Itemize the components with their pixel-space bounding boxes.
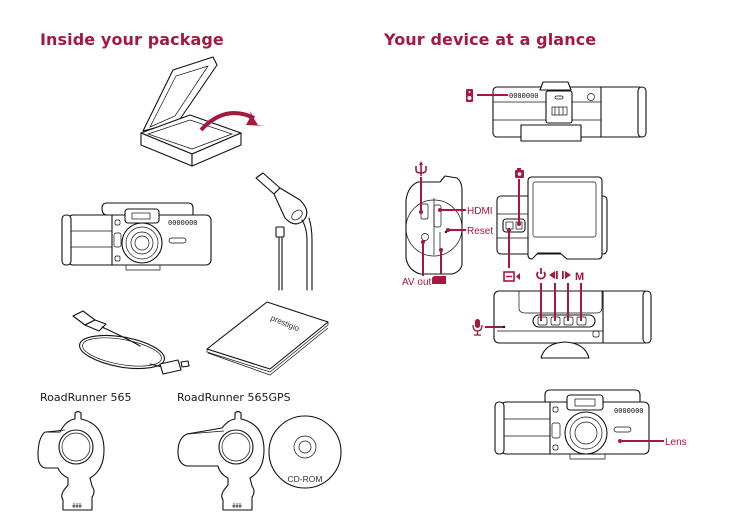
next-icon — [562, 271, 571, 279]
power-icon — [536, 268, 546, 280]
usb-cable-illustration — [72, 310, 190, 375]
hdmi-label: HDMI — [467, 206, 493, 217]
usb-icon — [415, 161, 427, 176]
video-mode-icon — [503, 271, 520, 282]
caption-roadrunner-565gps: RoadRunner 565GPS — [177, 391, 291, 404]
sd-card-icon — [432, 276, 446, 284]
microphone-icon — [472, 319, 483, 336]
previous-icon — [549, 271, 558, 279]
open-arrow — [199, 111, 255, 132]
svg-text:0000000: 0000000 — [509, 92, 539, 100]
svg-text:0000000: 0000000 — [614, 407, 644, 415]
package-box-illustration — [140, 56, 265, 167]
reset-label: Reset — [467, 226, 493, 237]
section-title-device-glance: Your device at a glance — [384, 30, 597, 49]
device-front-view: 0000000 — [494, 389, 650, 460]
cd-rom-label: CD-ROM — [288, 474, 323, 484]
camera-photo-icon — [515, 168, 524, 178]
mount-roadrunner-565 — [37, 410, 105, 511]
speaker-icon — [466, 89, 473, 102]
svg-text:0000000: 0000000 — [168, 219, 198, 227]
lens-label: Lens — [665, 437, 687, 448]
quick-start-guide-illustration: prestigio — [206, 301, 329, 376]
car-charger-illustration — [255, 172, 313, 291]
section-title-inside-package: Inside your package — [40, 30, 224, 49]
caption-roadrunner-565: RoadRunner 565 — [40, 391, 132, 404]
mount-roadrunner-565gps — [177, 410, 265, 511]
cd-rom-illustration: CD-ROM — [268, 415, 342, 489]
device-back-view — [496, 176, 608, 260]
device-top-view: 0000000 — [492, 81, 647, 142]
av-out-label: AV out — [402, 277, 431, 288]
dash-camera-illustration: 0000000 — [61, 202, 212, 271]
device-side-view-end — [405, 175, 463, 275]
menu-m-label: M — [575, 271, 584, 283]
device-bottom-view — [493, 290, 652, 359]
